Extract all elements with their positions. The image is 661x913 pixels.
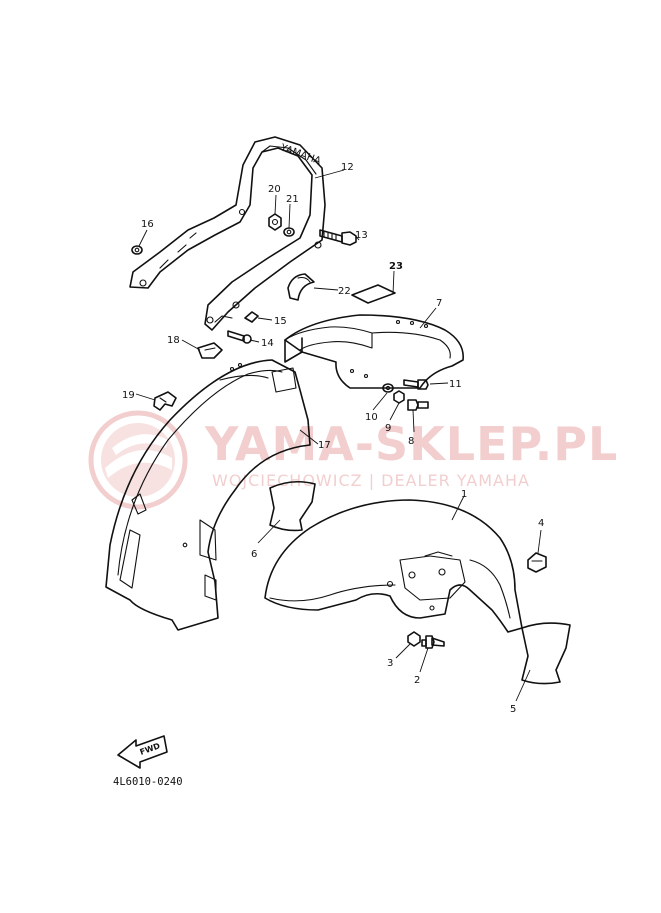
callout-15: 15 [274,316,287,327]
screw-14 [227,330,252,344]
washer-16 [131,245,143,255]
callout-21: 21 [286,194,299,205]
callout-19: 19 [122,390,135,401]
callout-12: 12 [341,162,354,173]
watermark: YAMA-SKLEP.PL WOJCIECHOWICZ | DEALER YAM… [88,410,618,510]
bolt-2 [421,635,445,649]
plate-23 [351,284,396,304]
callout-13: 13 [355,230,368,241]
callout-16: 16 [141,219,154,230]
nut-20 [268,213,282,231]
callout-9: 9 [385,423,391,434]
grab-bar: YAMAHA [129,136,326,331]
callout-14: 14 [261,338,274,349]
callout-23: 23 [389,261,403,272]
callout-5: 5 [510,704,516,715]
washer-3 [407,631,421,647]
callout-17: 17 [318,440,331,451]
callout-7: 7 [436,298,442,309]
pad-5 [521,622,571,685]
watermark-subtitle: WOJCIECHOWICZ | DEALER YAMAHA [212,471,530,490]
bolt-13 [319,229,357,246]
diagram-part-code: 4L6010-0240 [113,776,183,788]
callout-4: 4 [538,518,544,529]
bolt-8 [407,399,429,411]
grommet-18 [197,342,223,359]
callout-2: 2 [414,675,420,686]
callout-10: 10 [365,412,378,423]
callout-3: 3 [387,658,393,669]
leader-lines [135,169,542,702]
clip-19 [153,391,177,411]
nut-9 [393,390,405,404]
washer-15 [244,311,259,323]
washer-21 [283,227,295,237]
inner-fender-17 [105,359,311,631]
washer-10 [382,383,394,393]
callout-1: 1 [461,489,467,500]
callout-20: 20 [268,184,281,195]
callout-22: 22 [338,286,351,297]
pad-6 [269,480,316,532]
callout-6: 6 [251,549,257,560]
band-22 [287,273,315,301]
callout-11: 11 [449,379,462,390]
clip-nut-4 [527,552,547,573]
bolt-11 [403,379,429,390]
callout-8: 8 [408,436,414,447]
callout-labels: 1 2 3 4 5 6 7 8 9 10 11 12 13 14 15 16 1… [122,162,544,715]
fender-front-7 [284,314,464,389]
rear-fender-1 [264,499,523,633]
callout-18: 18 [167,335,180,346]
fwd-arrow-icon: FWD [117,735,168,769]
watermark-title: YAMA-SKLEP.PL [204,417,618,471]
